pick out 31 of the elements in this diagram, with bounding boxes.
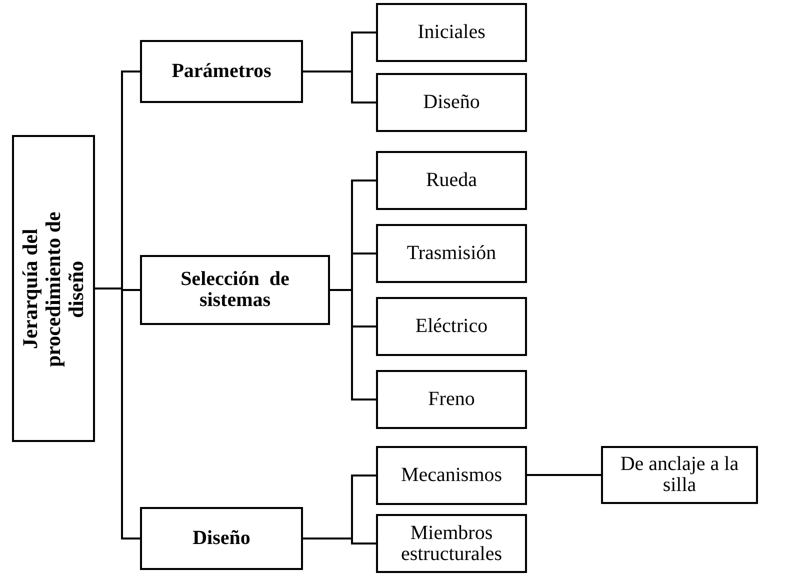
hierarchy-box: [376, 151, 527, 210]
connector-line: [95, 288, 140, 540]
box-label: Mecanismos: [400, 465, 502, 486]
hierarchy-box: [376, 3, 527, 62]
box-label: Rueda: [426, 170, 478, 191]
box-label: Selección de sistemas: [180, 269, 290, 311]
connector-line: [303, 70, 376, 104]
box-label: Miembros estructurales: [400, 522, 504, 564]
box-label: Freno: [428, 389, 475, 410]
box-label: Trasmisión: [406, 243, 496, 264]
box-label: Eléctrico: [415, 316, 488, 337]
connector-line: [526, 474, 601, 476]
hierarchy-box: [376, 514, 527, 573]
hierarchy-box: [601, 446, 758, 504]
hierarchy-box: [376, 446, 527, 505]
box-label: De anclaje a la silla: [619, 454, 740, 496]
connector-line: [330, 289, 376, 400]
box-label: Jerarquía del procedimiento de diseño: [18, 210, 88, 369]
box-label: Parámetros: [172, 61, 272, 82]
hierarchy-box: [376, 297, 527, 356]
hierarchy-box: [140, 40, 303, 103]
hierarchy-box: [376, 224, 527, 283]
connector-line: [303, 538, 376, 544]
box-label: Iniciales: [418, 22, 486, 43]
hierarchy-box: [12, 135, 95, 442]
box-label: Diseño: [423, 92, 480, 113]
hierarchy-box: [140, 255, 330, 325]
box-label: Diseño: [192, 528, 250, 549]
hierarchy-box: [376, 370, 527, 429]
hierarchy-box: [140, 507, 303, 570]
hierarchy-box: [376, 73, 527, 132]
